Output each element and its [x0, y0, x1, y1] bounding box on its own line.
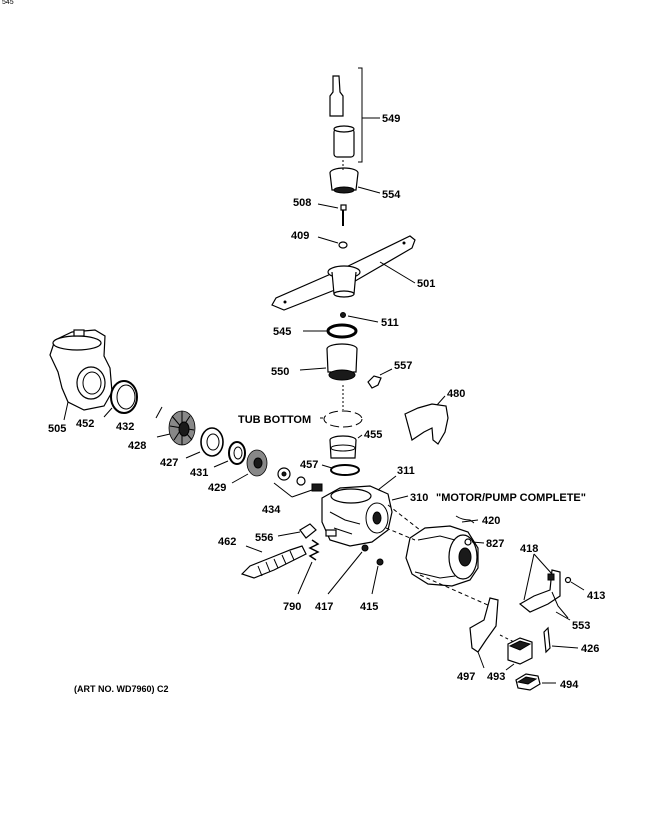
label-554: 554	[382, 189, 401, 201]
part-428-impeller	[155, 406, 196, 446]
part-310-motor	[385, 495, 479, 587]
label-480: 480	[447, 388, 465, 400]
label-417: 417	[315, 601, 333, 613]
label-431: 431	[190, 467, 208, 479]
label-511: 511	[381, 317, 399, 329]
part-550-manifold	[299, 343, 358, 381]
label-415: 415	[360, 601, 378, 613]
part-418-bracket	[518, 553, 585, 621]
part-431-seal	[213, 441, 246, 468]
label-427: 427	[160, 457, 178, 469]
corner-mark: 545	[2, 0, 14, 6]
label-790: 790	[283, 601, 301, 613]
part-480-shield	[404, 395, 449, 445]
part-545-seal	[303, 323, 358, 339]
part-827	[464, 538, 485, 546]
label-827: 827	[486, 538, 504, 550]
label-553: 553	[572, 620, 590, 632]
label-545: 545	[273, 326, 291, 338]
part-505-housing	[49, 329, 113, 421]
part-462-hose	[240, 545, 307, 579]
label-493: 493	[487, 671, 505, 683]
part-452-ring	[103, 380, 138, 418]
part-409-nut	[317, 236, 348, 249]
part-511	[340, 312, 379, 323]
label-413: 413	[587, 590, 605, 602]
label-420: 420	[482, 515, 500, 527]
label-497: 497	[457, 671, 475, 683]
label-556: 556	[255, 532, 273, 544]
label-428: 428	[128, 440, 146, 452]
label-557: 557	[394, 360, 412, 372]
label-418: 418	[520, 543, 538, 555]
part-494-block	[515, 673, 556, 691]
part-455-bellows	[329, 434, 363, 459]
label-455: 455	[364, 429, 382, 441]
label-501: 501	[417, 278, 435, 290]
part-417-415	[327, 544, 384, 595]
label-310: 310	[410, 492, 428, 504]
part-429-wheel	[231, 449, 268, 484]
part-554-hub	[329, 167, 381, 194]
label-550: 550	[271, 366, 289, 378]
label-409: 409	[291, 230, 309, 242]
part-790-spring	[297, 539, 320, 595]
label-426: 426	[581, 643, 599, 655]
label-508: 508	[293, 197, 311, 209]
part-549-tube	[329, 67, 380, 163]
art-number: (ART NO. WD7960) C2	[74, 684, 169, 694]
part-420-wire	[455, 515, 479, 524]
part-426-pin	[543, 626, 579, 654]
part-427-gasket	[185, 427, 224, 459]
part-311-pump-body	[321, 475, 397, 547]
label-505: 505	[48, 423, 66, 435]
part-501-spray-arm	[271, 235, 416, 311]
label-motor-pump-complete: "MOTOR/PUMP COMPLETE"	[436, 492, 586, 504]
label-434: 434	[262, 504, 281, 516]
label-452: 452	[76, 418, 94, 430]
part-457-clamp	[321, 464, 360, 476]
part-556-cap	[277, 523, 317, 539]
label-tub-bottom: TUB BOTTOM	[238, 414, 311, 426]
label-311: 311	[397, 465, 415, 477]
part-434-washers	[273, 467, 323, 498]
label-494: 494	[560, 679, 579, 691]
label-432: 432	[116, 421, 134, 433]
part-508-screw	[317, 203, 347, 226]
part-557-clip	[367, 368, 393, 389]
label-457: 457	[300, 459, 318, 471]
part-497-bracket	[419, 574, 499, 669]
label-549: 549	[382, 113, 400, 125]
label-429: 429	[208, 482, 226, 494]
part-493-switch	[499, 634, 533, 671]
label-462: 462	[218, 536, 236, 548]
tub-bottom-ring	[320, 410, 363, 428]
